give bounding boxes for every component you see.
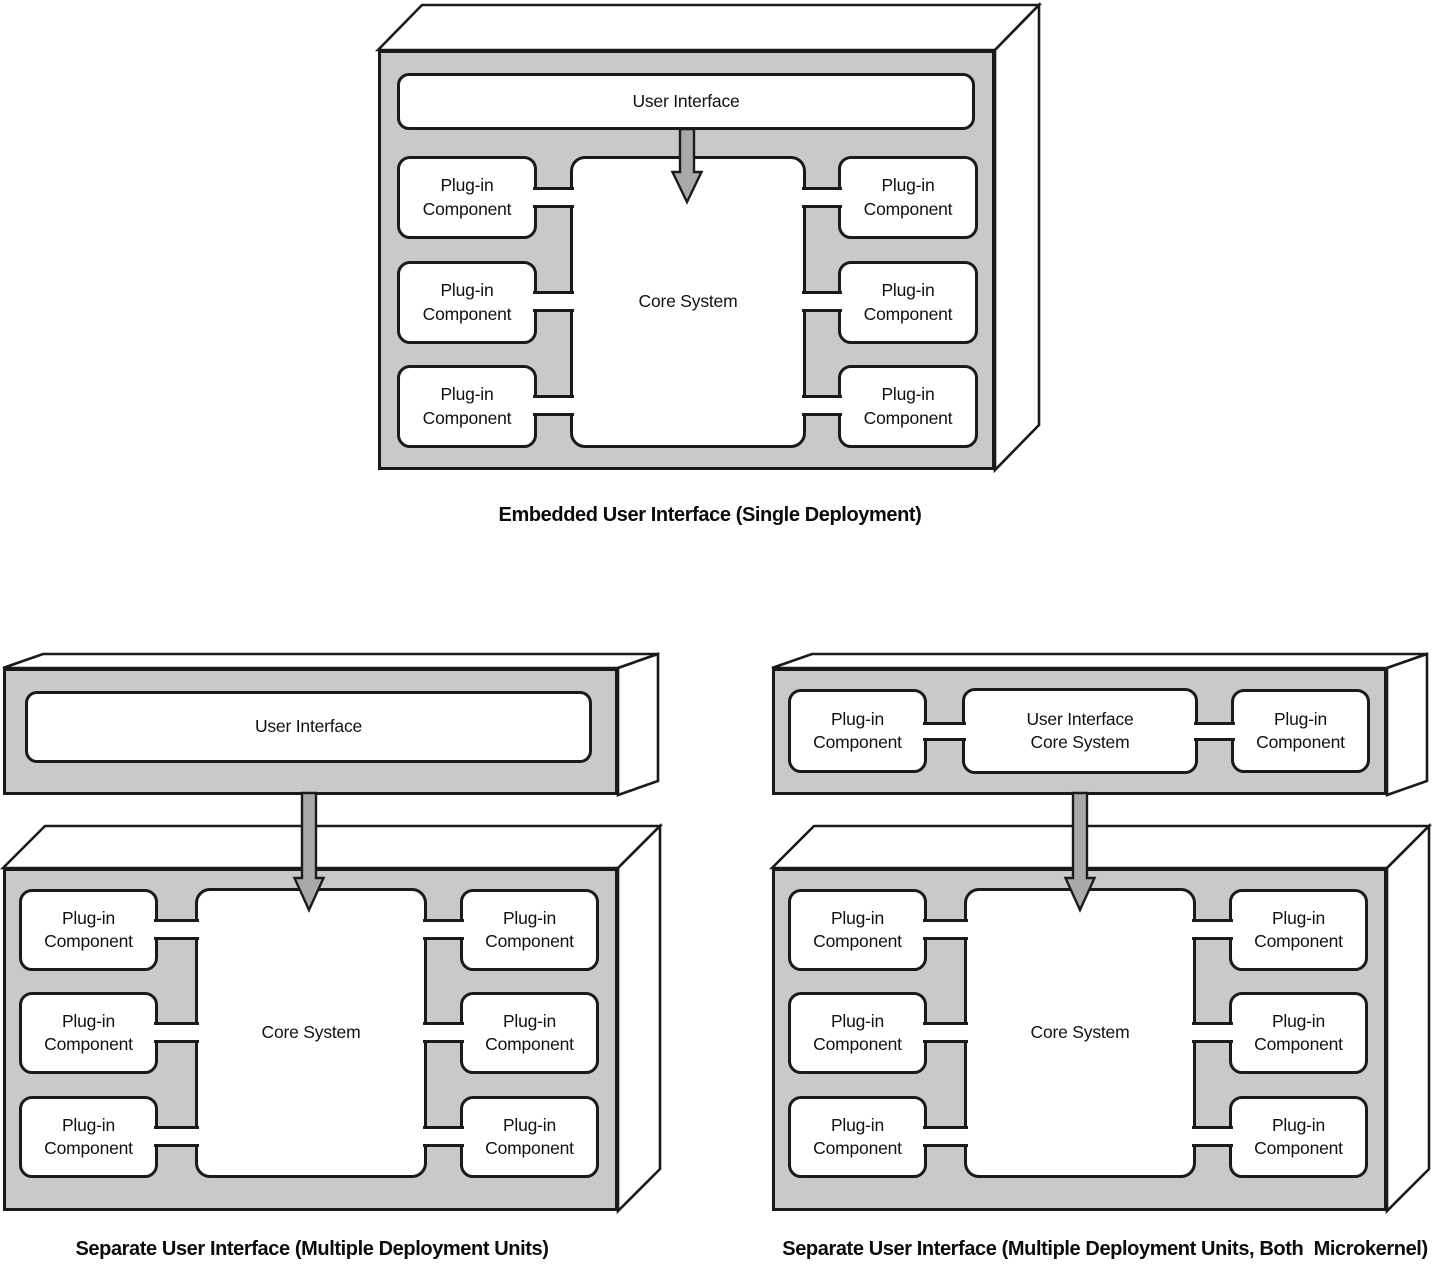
separate-user-interface-box: User Interface [25, 691, 592, 763]
connector [923, 919, 968, 940]
plugin-component-box: Plug-in Component [19, 992, 158, 1074]
plugin-component-label: Plug-in Component [1254, 907, 1343, 951]
plugin-component-box: Plug-in Component [1229, 1096, 1368, 1178]
plugin-component-label: Plug-in Component [1254, 1114, 1343, 1158]
ui-core-system-label: User Interface Core System [1026, 708, 1134, 752]
plugin-component-label: Plug-in Component [863, 175, 953, 219]
core-system-label: Core System [638, 291, 738, 312]
connector [423, 919, 464, 940]
connector [1192, 1126, 1233, 1147]
plugin-component-box: Plug-in Component [838, 261, 978, 344]
both-core-box-top-face [768, 824, 1433, 870]
plugin-component-label: Plug-in Component [813, 907, 902, 951]
user-interface-label: User Interface [632, 90, 740, 111]
plugin-component-label: Plug-in Component [44, 1010, 133, 1054]
plugin-component-label: Plug-in Component [813, 1114, 902, 1158]
core-system-label: Core System [1030, 1022, 1130, 1043]
separate-ui-slab-right-face [616, 652, 660, 797]
both-core-box-right-face [1385, 822, 1431, 1215]
plugin-component-label: Plug-in Component [485, 1010, 574, 1054]
plugin-component-box: Plug-in Component [788, 889, 927, 971]
plugin-component-box: Plug-in Component [19, 889, 158, 971]
plugin-component-box: Plug-in Component [19, 1096, 158, 1178]
user-interface-label: User Interface [254, 716, 363, 737]
both-core-system-box: Core System [964, 888, 1196, 1178]
plugin-component-box: Plug-in Component [1229, 992, 1368, 1074]
plugin-component-box: Plug-in Component [397, 156, 537, 239]
plugin-component-box: Plug-in Component [838, 156, 978, 239]
connector [533, 187, 574, 208]
plugin-component-label: Plug-in Component [813, 708, 902, 752]
plugin-component-label: Plug-in Component [863, 384, 953, 428]
separate-core-box-top-face [0, 824, 664, 870]
plugin-component-box: Plug-in Component [1231, 689, 1370, 773]
plugin-component-label: Plug-in Component [422, 280, 512, 324]
connector [923, 722, 966, 741]
plugin-component-label: Plug-in Component [44, 1114, 133, 1158]
plugin-component-box: Plug-in Component [460, 889, 599, 971]
plugin-component-box: Plug-in Component [460, 1096, 599, 1178]
both-ui-slab-top-face [771, 652, 1428, 670]
connector [423, 1022, 464, 1043]
connector [923, 1126, 968, 1147]
connector [1192, 919, 1233, 940]
core-system-label: Core System [261, 1022, 361, 1043]
connector [533, 291, 574, 312]
plugin-component-box: Plug-in Component [397, 365, 537, 448]
plugin-component-box: Plug-in Component [788, 992, 927, 1074]
both-ui-slab-right-face [1385, 652, 1429, 797]
separate-core-box-right-face [616, 822, 662, 1215]
plugin-component-label: Plug-in Component [422, 384, 512, 428]
plugin-component-label: Plug-in Component [1254, 1010, 1343, 1054]
connector [923, 1022, 968, 1043]
connector [802, 187, 842, 208]
embedded-user-interface-box: User Interface [397, 73, 975, 130]
separate-core-system-box: Core System [195, 888, 427, 1178]
caption-separate-both: Separate User Interface (Multiple Deploy… [782, 1238, 1428, 1260]
embedded-core-system-box: Core System [570, 156, 806, 448]
plugin-component-box: Plug-in Component [460, 992, 599, 1074]
plugin-component-box: Plug-in Component [788, 1096, 927, 1178]
plugin-component-box: Plug-in Component [1229, 889, 1368, 971]
embedded-box-right-face [993, 1, 1041, 474]
plugin-component-label: Plug-in Component [813, 1010, 902, 1054]
embedded-box-top-face [374, 3, 1043, 52]
connector [802, 291, 842, 312]
connector [1192, 1022, 1233, 1043]
plugin-component-label: Plug-in Component [485, 1114, 574, 1158]
caption-embedded: Embedded User Interface (Single Deployme… [498, 504, 922, 526]
connector [154, 1022, 199, 1043]
caption-separate: Separate User Interface (Multiple Deploy… [75, 1238, 549, 1260]
plugin-component-box: Plug-in Component [838, 365, 978, 448]
plugin-component-label: Plug-in Component [44, 907, 133, 951]
connector [802, 395, 842, 416]
plugin-component-label: Plug-in Component [863, 280, 953, 324]
plugin-component-label: Plug-in Component [422, 175, 512, 219]
connector [423, 1126, 464, 1147]
plugin-component-label: Plug-in Component [485, 907, 574, 951]
ui-core-system-box: User Interface Core System [962, 688, 1198, 774]
plugin-component-label: Plug-in Component [1256, 708, 1345, 752]
connector [1194, 722, 1235, 741]
connector [533, 395, 574, 416]
plugin-component-box: Plug-in Component [397, 261, 537, 344]
connector [154, 1126, 199, 1147]
separate-ui-slab-top-face [2, 652, 659, 670]
connector [154, 919, 199, 940]
plugin-component-box: Plug-in Component [788, 689, 927, 773]
